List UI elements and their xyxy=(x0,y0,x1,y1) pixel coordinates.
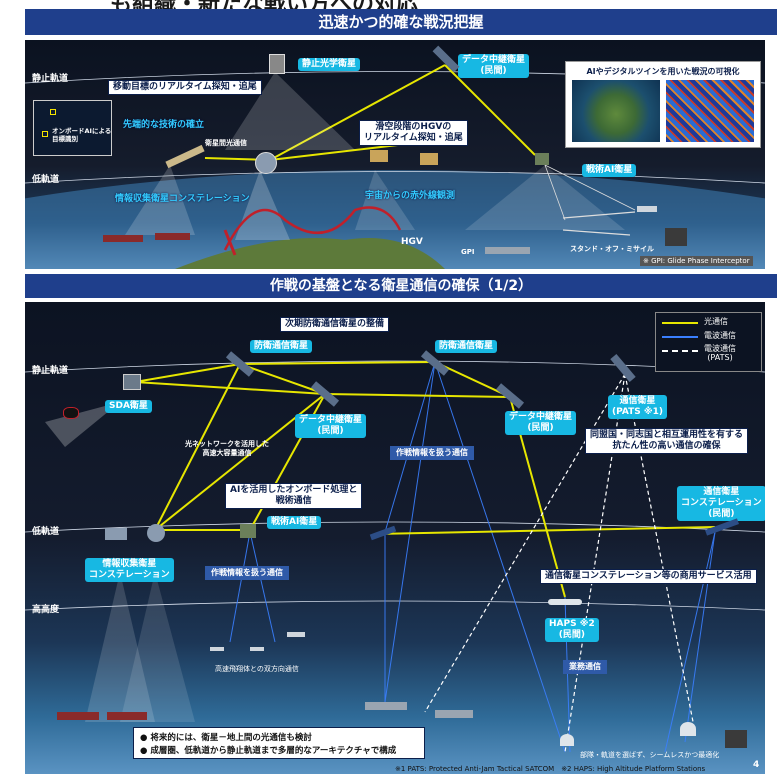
island-image xyxy=(572,80,660,142)
isr-satellite-icon xyxy=(105,528,127,540)
legend-radio-swatch xyxy=(662,336,698,338)
ship-icon xyxy=(155,233,190,240)
ir-satellite-icon xyxy=(420,153,438,165)
relay-1-label: データ中継衛星 (民間) xyxy=(295,414,367,438)
bullet-2-text: 成層圏、低軌道から静止軌道まで多層的なアーキテクチャで構成 xyxy=(150,746,397,756)
geo-optical-label: 静止光学衛星 xyxy=(298,58,361,71)
aircraft-icon xyxy=(637,206,657,212)
sda-satellite-icon xyxy=(123,374,141,390)
tactical-ai-label: 戦術AI衛星 xyxy=(267,516,322,529)
ship-icon xyxy=(107,712,147,720)
bullets-box: ● 将来的には、衛星－地上間の光通信も検討 ● 成層圏、低軌道から静止軌道まで多… xyxy=(133,727,425,759)
haps-label: HAPS ※2 (民間) xyxy=(545,618,599,642)
target-marker xyxy=(50,109,56,115)
optical-net-label: 光ネットワークを活用した 高速大容量通信 xyxy=(185,440,269,457)
op-info-1-label: 作戦情報を扱う通信 xyxy=(390,446,474,460)
commercial-label: 通信衛星コンステレーション等の商用サービス活用 xyxy=(540,569,757,584)
ship-icon xyxy=(103,235,143,242)
gpi-label: GPI xyxy=(461,248,475,256)
target-marker xyxy=(42,131,48,137)
isr-satellite-icon xyxy=(147,524,165,542)
onboard-ai-label: オンボードAIによる 目標識別 xyxy=(52,127,112,143)
radar-icon xyxy=(665,228,687,246)
bullet-1: ● 将来的には、衛星－地上間の光通信も検討 xyxy=(140,733,312,743)
leo-orbit-label: 低軌道 xyxy=(32,527,60,537)
aircraft-icon xyxy=(250,647,264,651)
hgv-label: HGV xyxy=(401,237,423,247)
seamless-label: 部隊・軌道を選ばず、シームレスかつ最適化 xyxy=(580,751,720,759)
advanced-tech-label: 先端的な技術の確立 xyxy=(123,120,205,130)
hgv-track-label: 滑空段階のHGVの リアルタイム探知・追尾 xyxy=(359,120,468,146)
radar-icon xyxy=(725,730,747,748)
ship-icon xyxy=(485,247,530,254)
haps-icon xyxy=(548,599,582,605)
digital-twin-image xyxy=(666,80,754,142)
ship-icon xyxy=(57,712,99,720)
business-label: 業務通信 xyxy=(563,660,607,674)
bottom-panel: 光通信 電波通信 電波通信 (PATS) 静止軌道 低軌道 高高度 次期防衛通信… xyxy=(25,302,765,774)
ground-station-icon xyxy=(680,722,696,736)
top-scene xyxy=(25,64,765,269)
legend-pats-swatch xyxy=(662,350,698,352)
ai-visual-box: AIやデジタルツインを用いた戦況の可視化 xyxy=(565,61,761,148)
comm-constellation-label: 通信衛星 コンステレーション (民間) xyxy=(677,486,765,521)
top-panel: AIやデジタルツインを用いた戦況の可視化 オンボードAIによる 目標識別 静止軌… xyxy=(25,40,765,269)
optical-comm-label: 衛星間光通信 xyxy=(205,139,247,147)
geo-orbit-label: 静止軌道 xyxy=(32,366,69,376)
optical-satellite-icon xyxy=(255,152,277,174)
legend-radio-label: 電波通信 xyxy=(704,331,736,340)
threat-icon xyxy=(63,407,79,419)
tactical-ai-satellite-icon xyxy=(240,524,256,538)
page-number: 4 xyxy=(753,760,760,770)
bullet-2: ● 成層圏、低軌道から静止軌道まで多層的なアーキテクチャで構成 xyxy=(140,746,397,756)
gpi-footnote: ※ GPI: Glide Phase Interceptor xyxy=(640,256,753,266)
onboard-ai-box: オンボードAIによる 目標識別 xyxy=(33,100,112,156)
bottom-footnote: ※1 PATS: Protected Anti-Jam Tactical SAT… xyxy=(395,765,706,773)
ai-onboard-label: AIを活用したオンボード処理と 戦術通信 xyxy=(225,483,363,509)
standoff-label: スタンド・オフ・ミサイル xyxy=(570,245,654,253)
def-sat-1-label: 防衛通信衛星 xyxy=(250,340,313,353)
geo-orbit-label: 静止軌道 xyxy=(32,74,69,84)
legend-optical-swatch xyxy=(662,322,698,324)
relay-2-label: データ中継衛星 (民間) xyxy=(505,411,577,435)
ship-icon xyxy=(435,710,473,718)
ship-icon xyxy=(365,702,407,710)
tactical-ai-label: 戦術AI衛星 xyxy=(582,164,637,177)
relay-label: データ中継衛星 (民間) xyxy=(458,54,530,78)
allied-label: 同盟国・同志国と相互運用性を有する 抗たん性の高い通信の確保 xyxy=(585,428,749,454)
isr-constellation-label: 情報収集衛星コンステレーション xyxy=(115,194,250,204)
bullet-1-text: 将来的には、衛星－地上間の光通信も検討 xyxy=(150,733,312,743)
tactical-ai-satellite-icon xyxy=(535,153,549,165)
ground-station-icon xyxy=(560,734,574,746)
leo-orbit-label: 低軌道 xyxy=(32,175,60,185)
geo-optical-satellite-icon xyxy=(269,54,285,74)
hv-bidir-label: 高速飛翔体との双方向通信 xyxy=(215,665,299,673)
high-altitude-label: 高高度 xyxy=(32,605,60,615)
legend: 光通信 電波通信 電波通信 (PATS) xyxy=(655,312,762,372)
legend-optical-label: 光通信 xyxy=(704,317,728,326)
aircraft-icon xyxy=(210,647,224,651)
top-banner: 迅速かつ的確な戦況把握 xyxy=(25,9,777,35)
ir-satellite-icon xyxy=(370,150,388,162)
sda-label: SDA衛星 xyxy=(105,400,152,413)
def-sat-2-label: 防衛通信衛星 xyxy=(435,340,498,353)
ai-twin-label: AIやデジタルツインを用いた戦況の可視化 xyxy=(586,67,740,76)
legend-pats-label: 電波通信 (PATS) xyxy=(704,344,736,362)
op-info-2-label: 作戦情報を扱う通信 xyxy=(205,566,289,580)
moving-target-label: 移動目標のリアルタイム探知・追尾 xyxy=(108,80,262,95)
isr-constellation-label: 情報収集衛星 コンステレーション xyxy=(85,558,174,582)
bottom-banner: 作戦の基盤となる衛星通信の確保（1/2） xyxy=(25,274,777,298)
aircraft-icon xyxy=(287,632,305,637)
ir-observe-label: 宇宙からの赤外線観測 xyxy=(365,191,456,201)
next-gen-label: 次期防衛通信衛星の整備 xyxy=(280,317,390,332)
pats-label: 通信衛星 (PATS ※1) xyxy=(608,395,668,419)
